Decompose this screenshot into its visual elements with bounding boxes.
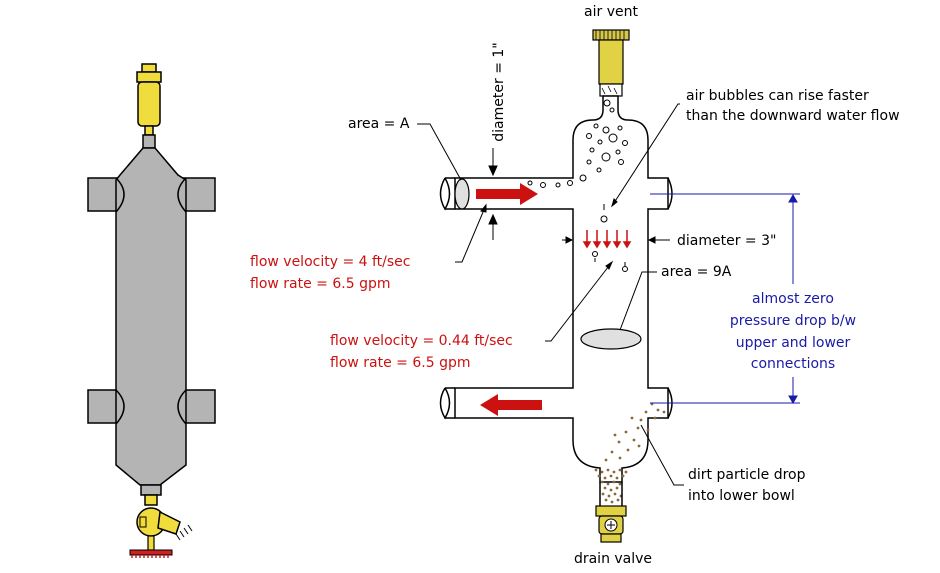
separator-cutaway	[439, 29, 673, 543]
inlet-velocity-label: flow velocity = 4 ft/sec	[250, 254, 410, 270]
spout-threads	[175, 524, 193, 541]
pressure-drop-dimension	[650, 193, 800, 405]
pressure-label-line1: almost zero	[752, 291, 834, 307]
valve-handle	[129, 549, 173, 556]
pressure-label-line4: connections	[751, 356, 835, 372]
bubbles-label-line1: air bubbles can rise faster	[686, 88, 869, 104]
top-nipple	[142, 134, 156, 149]
bowl-velocity-label: flow velocity = 0.44 ft/sec	[330, 333, 513, 349]
pressure-label-line3: upper and lower	[736, 335, 851, 351]
diameter-small-label: diameter = 1"	[491, 42, 507, 141]
lower-left-pipe-break	[439, 387, 451, 420]
upper-right-fitting	[177, 177, 187, 213]
vent-top	[136, 71, 162, 83]
upper-left-fitting	[115, 177, 125, 213]
bubbles-label-line2: than the downward water flow	[686, 108, 900, 124]
valve-detail	[139, 516, 147, 528]
separator-body	[115, 147, 187, 486]
diameter-large-label: diameter = 3"	[677, 233, 776, 249]
downward-flow-arrows	[582, 230, 632, 249]
drain-valve-top	[595, 505, 627, 517]
vent-cap	[141, 63, 157, 73]
dirt-particles	[594, 402, 666, 504]
dirt-label-line2: into lower bowl	[688, 488, 795, 504]
lower-right-fitting	[177, 389, 187, 425]
vent-body	[137, 81, 161, 127]
inlet-rate-label: flow rate = 6.5 gpm	[250, 276, 390, 292]
drain-valve-bottom	[600, 533, 622, 543]
air-vent-label: air vent	[584, 4, 638, 20]
bottom-nipple	[140, 484, 162, 496]
dirt-label-line1: dirt particle drop	[688, 467, 806, 483]
leader-lines	[417, 103, 684, 486]
pressure-label-line2: pressure drop b/w	[730, 313, 856, 329]
area-9a-label: area = 9A	[661, 264, 732, 280]
inlet-area-ellipse	[454, 178, 470, 210]
valve-stem	[144, 494, 158, 506]
bowl-rate-label: flow rate = 6.5 gpm	[330, 355, 470, 371]
lower-left-fitting	[115, 389, 125, 425]
inlet-flow-arrow	[476, 183, 538, 205]
outlet-flow-arrow	[480, 394, 542, 416]
vent-body-cutaway	[598, 39, 624, 85]
handle-stem	[147, 535, 155, 551]
separator-exterior-view	[87, 63, 216, 558]
upper-left-pipe-break	[439, 177, 451, 211]
vent-stem	[144, 125, 154, 136]
area-a-label: area = A	[348, 116, 410, 132]
bowl-area-ellipse	[580, 328, 642, 350]
drain-valve-label: drain valve	[574, 551, 652, 567]
handle-grip	[131, 555, 169, 558]
air-bubbles	[527, 99, 628, 272]
